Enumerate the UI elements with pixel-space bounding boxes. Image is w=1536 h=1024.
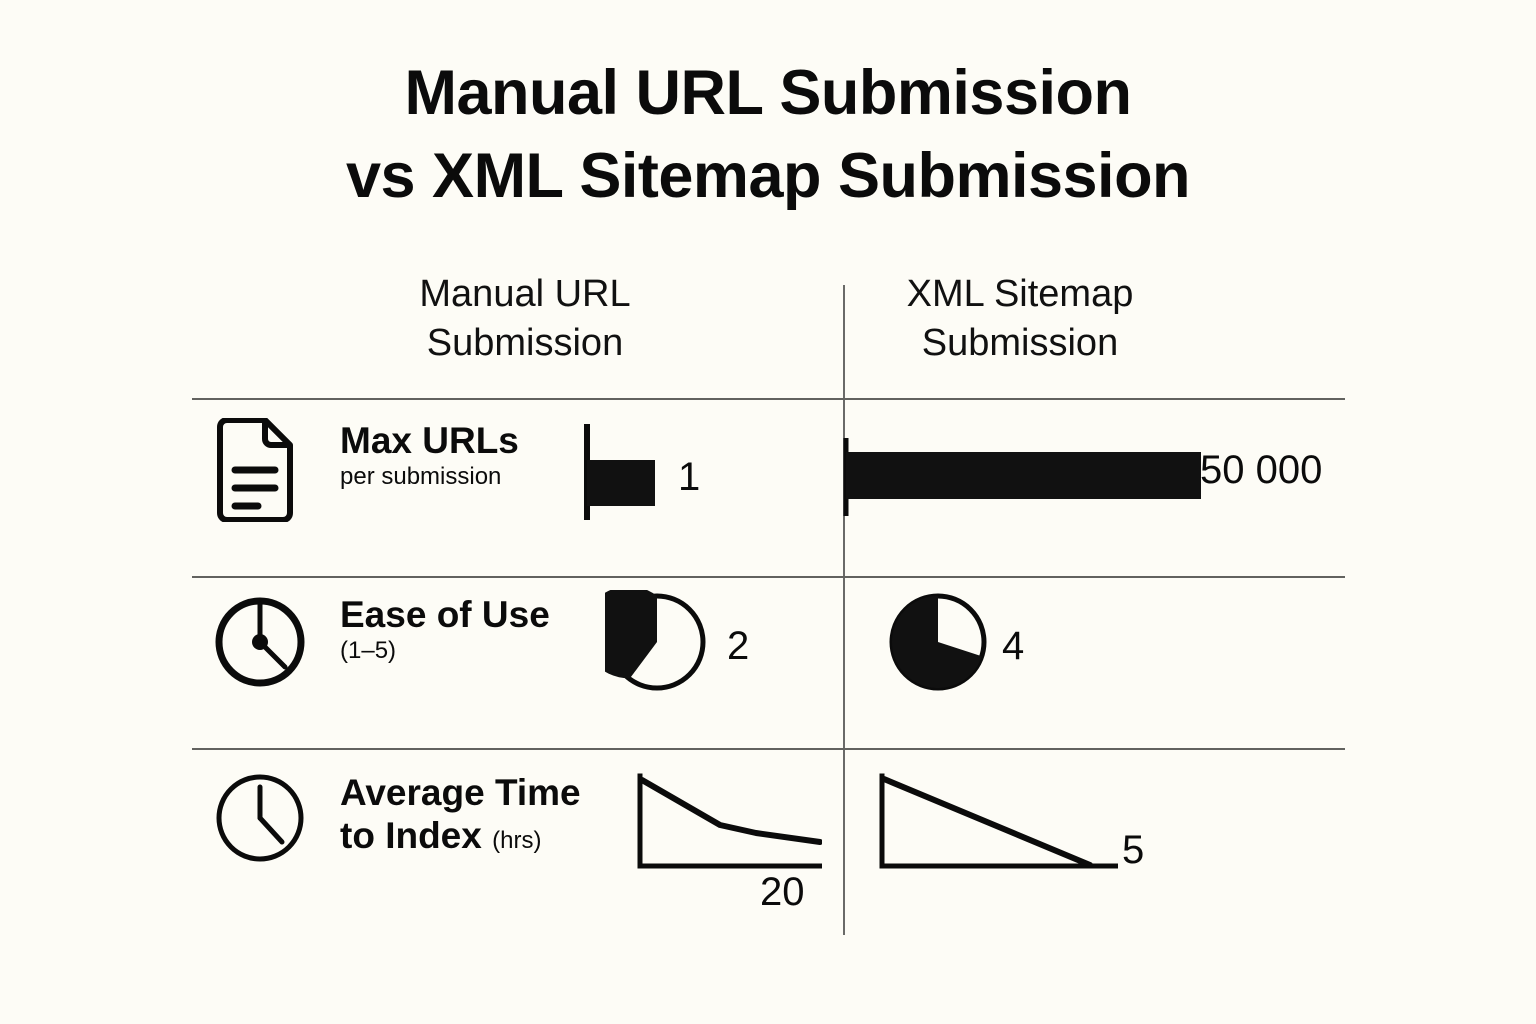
page-title-line-2: vs XML Sitemap Submission bbox=[345, 141, 1191, 212]
row-label-main: Ease of Use bbox=[340, 594, 550, 635]
column-divider bbox=[843, 285, 845, 935]
value-sitemap-max-urls: 50 000 bbox=[1200, 448, 1323, 492]
value-manual-max-urls: 1 bbox=[678, 455, 701, 499]
value-sitemap-time-to-index: 5 bbox=[1122, 828, 1145, 872]
row-divider-middle bbox=[192, 576, 1345, 578]
row-divider-bottom bbox=[192, 748, 1345, 750]
table-header-row: Manual URL Submission XML Sitemap Submis… bbox=[192, 270, 1345, 395]
row-label-max-urls: Max URLs per submission bbox=[340, 420, 519, 490]
column-header-manual-line-2: Submission bbox=[426, 321, 624, 364]
row-label-sub: (hrs) bbox=[492, 826, 542, 854]
row-label-main: Max URLs bbox=[340, 420, 519, 461]
line-chart-sitemap-time-to-index bbox=[878, 770, 1119, 885]
page-title-line-1: Manual URL Submission bbox=[404, 58, 1132, 128]
line-chart-manual-time-to-index bbox=[636, 770, 823, 885]
column-header-manual-line-1: Manual URL bbox=[419, 273, 631, 315]
row-label-average-time-to-index: Average Time to Index (hrs) bbox=[340, 772, 581, 857]
row-label-main-line-2: to Index (hrs) bbox=[340, 815, 581, 858]
clock-icon bbox=[212, 770, 308, 871]
row-divider-top bbox=[192, 398, 1345, 400]
row-label-main-line-2-text: to Index bbox=[340, 814, 482, 856]
clock-icon bbox=[212, 594, 308, 695]
document-icon bbox=[212, 417, 298, 527]
row-label-ease-of-use: Ease of Use (1–5) bbox=[340, 594, 550, 664]
column-header-xml-sitemap-submission: XML Sitemap Submission bbox=[780, 270, 1260, 367]
value-manual-ease-of-use: 2 bbox=[727, 624, 750, 668]
comparison-table: Manual URL Submission XML Sitemap Submis… bbox=[192, 270, 1345, 950]
row-label-sub: (1–5) bbox=[340, 636, 397, 664]
page-title: Manual URL Submission vs XML Sitemap Sub… bbox=[0, 52, 1536, 218]
table-row: Ease of Use (1–5) 2 4 bbox=[192, 576, 1345, 748]
bar-chart-sitemap-max-urls bbox=[843, 438, 1215, 521]
row-label-main-line-1: Average Time bbox=[340, 772, 581, 813]
bar-chart-manual-max-urls bbox=[584, 420, 674, 530]
row-label-sub: per submission bbox=[340, 462, 502, 490]
value-manual-time-to-index: 20 bbox=[760, 870, 805, 914]
pie-chart-sitemap-ease-of-use bbox=[886, 590, 990, 699]
table-row: Average Time to Index (hrs) 20 5 bbox=[192, 748, 1345, 938]
table-row: Max URLs per submission 1 50 000 bbox=[192, 398, 1345, 576]
column-header-manual-url-submission: Manual URL Submission bbox=[285, 270, 765, 367]
column-header-sitemap-line-2: Submission bbox=[921, 321, 1119, 364]
value-sitemap-ease-of-use: 4 bbox=[1002, 624, 1025, 668]
column-header-sitemap-line-1: XML Sitemap bbox=[906, 273, 1134, 315]
pie-chart-manual-ease-of-use bbox=[582, 586, 709, 699]
